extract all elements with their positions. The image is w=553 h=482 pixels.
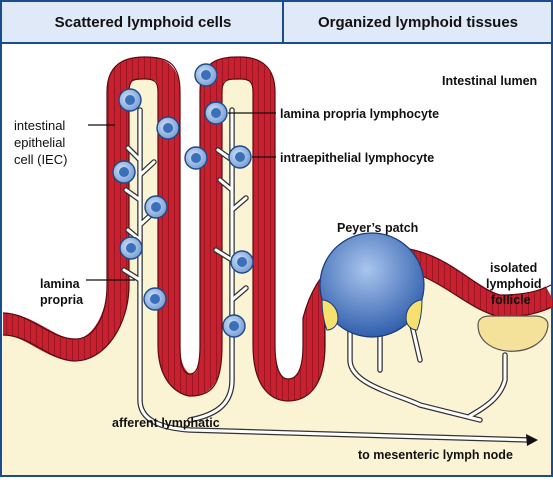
lymphocyte (113, 161, 135, 183)
label-isolated-line3: follicle (491, 293, 531, 307)
label-iec-line2: epithelial (14, 135, 65, 150)
label-iec-line1: intestinal (14, 118, 65, 133)
peyers-patch (320, 233, 424, 337)
lymphocyte (195, 64, 217, 86)
lymphocyte (231, 251, 253, 273)
label-afferent-lymphatic: afferent lymphatic (112, 416, 220, 430)
label-lamina-propria-line1: lamina (40, 277, 81, 291)
label-to-mesenteric: to mesenteric lymph node (358, 448, 513, 462)
label-intraepithelial-lymphocyte: intraepithelial lymphocyte (280, 151, 434, 165)
lymphocyte (185, 147, 207, 169)
header-right-title: Organized lymphoid tissues (318, 14, 518, 31)
lymphocyte (223, 315, 245, 337)
lymphocyte (145, 196, 167, 218)
label-iec-line3: cell (IEC) (14, 152, 67, 167)
lymphocyte (120, 237, 142, 259)
label-isolated-line2: lymphoid (486, 277, 542, 291)
label-peyers-patch: Peyer’s patch (337, 221, 418, 235)
label-lamina-propria-line2: propria (40, 293, 84, 307)
lymphocyte (119, 89, 141, 111)
lymphocyte (157, 117, 179, 139)
header-left-title: Scattered lymphoid cells (55, 14, 232, 31)
lymphocyte (144, 288, 166, 310)
label-lamina-propria-lymphocyte: lamina propria lymphocyte (280, 107, 439, 121)
lymphocyte (205, 102, 227, 124)
label-isolated-line1: isolated (490, 261, 537, 275)
lymphocyte (229, 146, 251, 168)
label-intestinal-lumen: Intestinal lumen (442, 74, 537, 88)
